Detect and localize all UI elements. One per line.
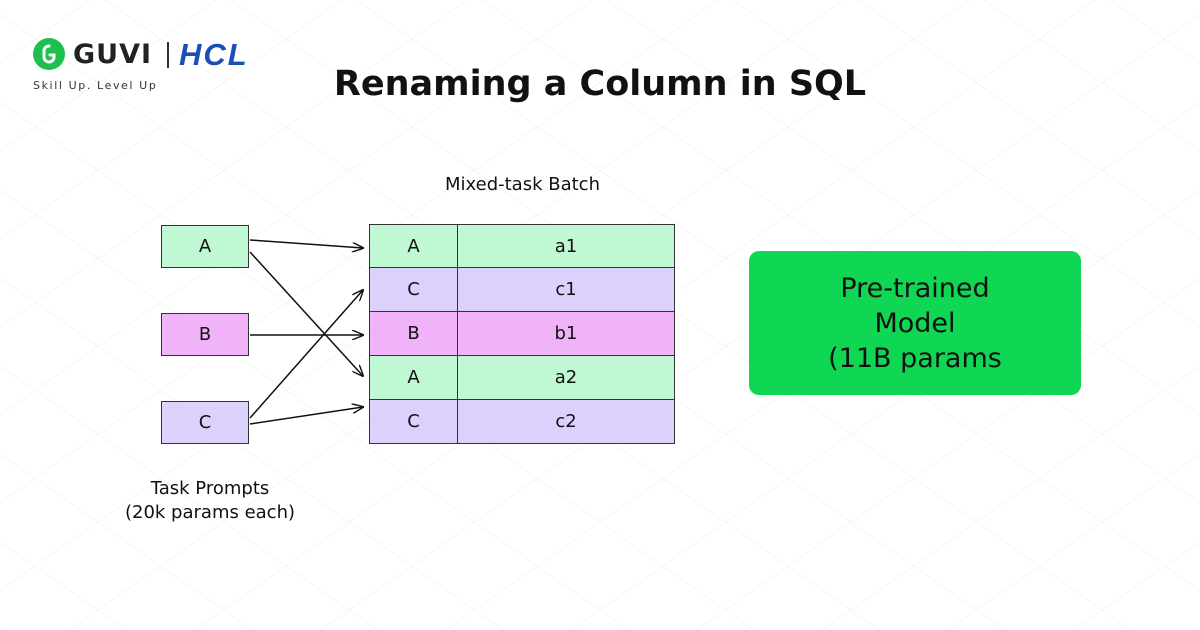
batch-row-value: a2 — [458, 356, 674, 399]
prompt-box-label: A — [198, 236, 212, 257]
batch-row-task: A — [370, 225, 458, 267]
guvi-wordmark: GUVI — [73, 39, 153, 70]
batch-label: Mixed-task Batch — [445, 174, 600, 195]
brand-logo: GUVI HCL Skill Up. Level Up — [33, 37, 323, 98]
batch-row-value: c2 — [458, 400, 674, 443]
prompt-box-c: C — [161, 401, 249, 444]
batch-row-value: c1 — [458, 268, 674, 311]
arrow-a-to-a1 — [249, 239, 363, 248]
arrow-a-to-a2 — [249, 251, 363, 376]
batch-row-value: b1 — [458, 312, 674, 355]
batch-row: A a2 — [369, 356, 675, 400]
arrow-c-to-c2 — [249, 407, 363, 425]
batch-row-task: B — [370, 312, 458, 355]
batch-row: B b1 — [369, 312, 675, 356]
arrow-c-to-c1 — [249, 290, 363, 419]
batch-row-task: A — [370, 356, 458, 399]
prompt-box-b: B — [161, 313, 249, 356]
hcl-wordmark: HCL — [179, 37, 249, 72]
mixed-task-batch-table: A a1 C c1 B b1 A a2 C c2 — [369, 224, 675, 444]
prompt-box-label: B — [198, 324, 212, 345]
logo-divider — [167, 42, 169, 68]
prompt-box-a: A — [161, 225, 249, 268]
guvi-logo-icon — [33, 38, 65, 70]
batch-row-value: a1 — [458, 225, 674, 267]
batch-row: C c1 — [369, 268, 675, 312]
batch-row-task: C — [370, 268, 458, 311]
pretrained-model-box: Pre-trained Model (11B params — [749, 251, 1081, 395]
task-prompts-caption: Task Prompts (20k params each) — [124, 478, 296, 523]
batch-row: A a1 — [369, 224, 675, 268]
logo-tagline: Skill Up. Level Up — [33, 79, 158, 92]
batch-row: C c2 — [369, 400, 675, 444]
batch-row-task: C — [370, 400, 458, 443]
page-title: Renaming a Column in SQL — [333, 64, 867, 104]
prompt-box-label: C — [198, 412, 212, 433]
